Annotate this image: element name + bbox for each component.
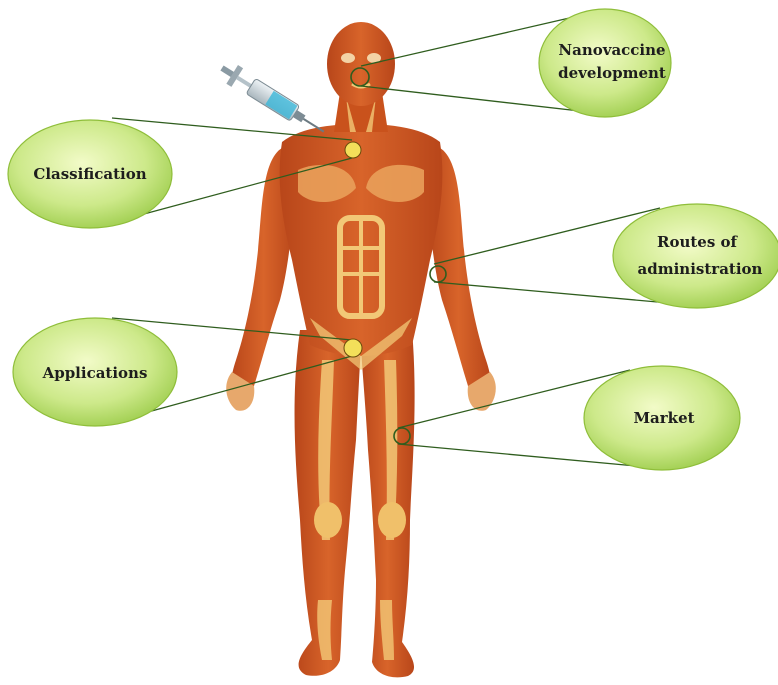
label-market: Market: [633, 409, 694, 427]
head: [327, 22, 395, 106]
marker-pelvis: [344, 339, 362, 357]
bubble-market: Market: [584, 366, 740, 470]
bubble-applications: Applications: [13, 318, 177, 426]
bubble-nanovaccine: Nanovaccine development: [539, 9, 671, 117]
label-nanovaccine-line2: development: [558, 64, 666, 82]
label-classification: Classification: [33, 165, 146, 183]
marker-neck: [345, 142, 361, 158]
label-routes-line2: administration: [638, 260, 763, 278]
bubble-routes: Routes of administration: [613, 204, 778, 308]
label-routes-line1: Routes of: [657, 233, 739, 251]
label-applications: Applications: [42, 364, 148, 382]
bubble-classification: Classification: [8, 120, 172, 228]
label-nanovaccine-line1: Nanovaccine: [558, 41, 665, 59]
